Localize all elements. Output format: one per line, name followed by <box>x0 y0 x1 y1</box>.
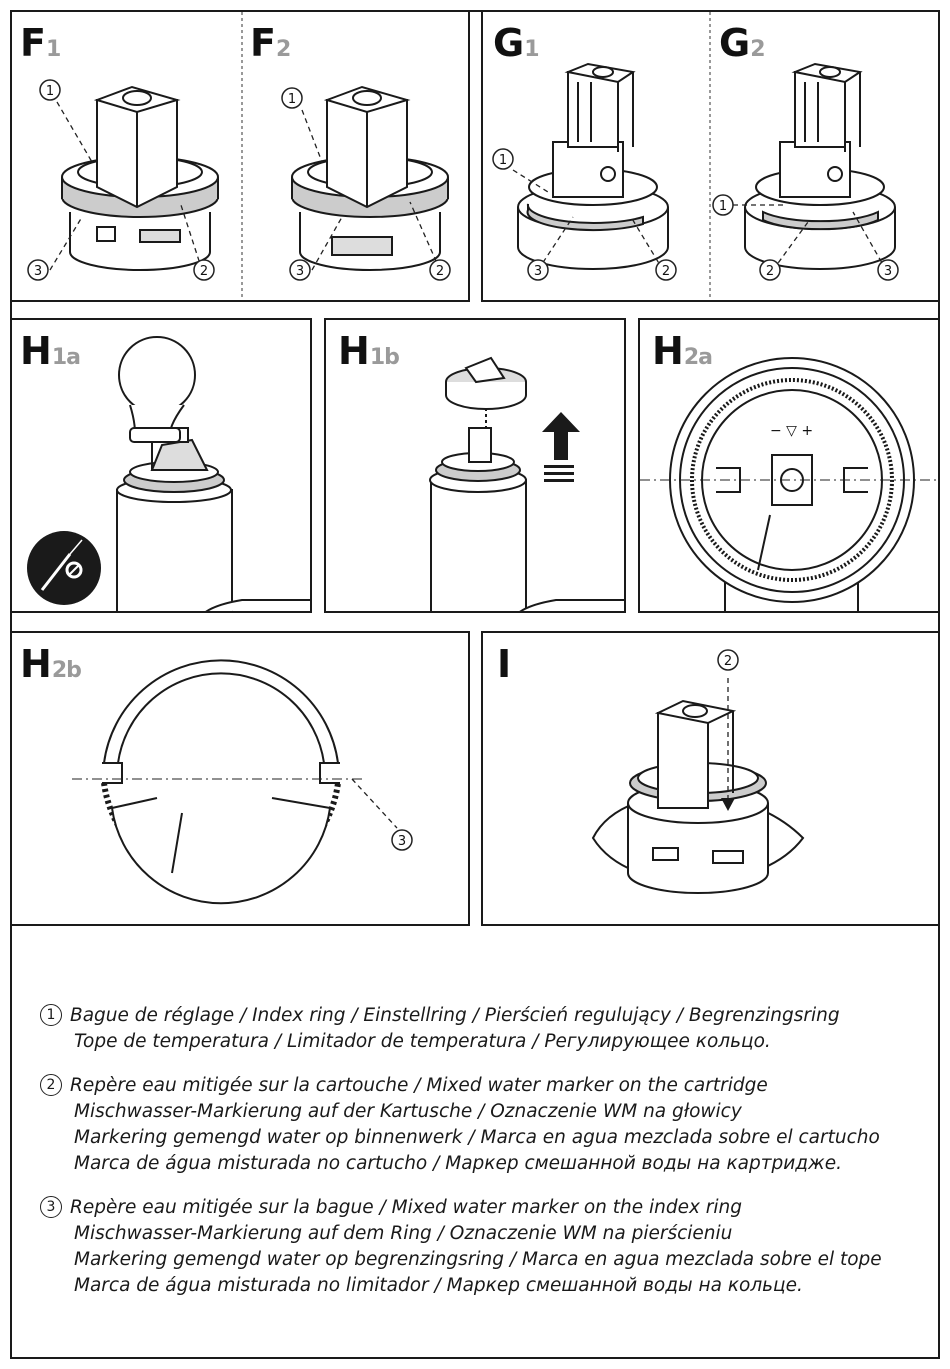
h1a-illustration <box>27 336 310 611</box>
panel-g: 1 3 2 1 2 3 G1 G2 <box>481 10 940 302</box>
legend-number: 1 <box>40 1004 62 1026</box>
panel-h2a: − ▽ + H2a <box>638 318 940 613</box>
g1-cartridge-drawing <box>517 62 669 270</box>
panel-label-f2: F2 <box>250 21 291 65</box>
legend-line: Markering gemengd water op begrenzingsri… <box>74 1249 882 1270</box>
legend-line: Tope de temperatura / Limitador de tempe… <box>74 1031 771 1052</box>
legend-number: 3 <box>40 1196 62 1218</box>
panel-letter: G <box>493 21 524 65</box>
panel-sub: 2a <box>683 345 713 370</box>
screwdriver-badge <box>27 531 101 605</box>
callout-2-circle <box>429 259 451 281</box>
f-illustration: 1 3 2 1 3 2 <box>27 12 451 300</box>
up-arrow-icon <box>542 412 580 460</box>
panel-sub: 1 <box>45 37 61 62</box>
panel-letter: H <box>338 329 370 373</box>
legend: 1 Bague de réglage / Index ring / Einste… <box>40 1003 920 1317</box>
callout-label: 2 <box>724 654 732 669</box>
legend-line: Repère eau mitigée sur la bague / Mixed … <box>70 1197 743 1218</box>
panel-sub: 1a <box>51 345 81 370</box>
panel-f: 1 3 2 1 3 2 F1 F2 <box>10 10 470 302</box>
callout-1-circle <box>39 79 61 101</box>
callout-label: 3 <box>34 264 42 279</box>
i-illustration: 2 <box>591 649 805 894</box>
callout-2-circle <box>193 259 215 281</box>
f1-cartridge-drawing <box>61 85 219 271</box>
callout-3-circle <box>289 259 311 281</box>
callout-label: 1 <box>46 84 54 99</box>
panel-i: 2 I <box>481 631 940 926</box>
panel-label-g1: G1 <box>493 21 540 65</box>
callout-label: 3 <box>884 264 892 279</box>
callout-label: 1 <box>288 92 296 107</box>
callout-label: 2 <box>436 264 444 279</box>
callout-label: 2 <box>200 264 208 279</box>
g2-cartridge-drawing <box>744 62 896 270</box>
legend-line: Marca de água misturada no cartucho / Ма… <box>74 1153 842 1174</box>
g-illustration: 1 3 2 1 2 3 <box>492 12 899 300</box>
panel-letter: G <box>719 21 750 65</box>
panel-sub: 2b <box>51 658 82 683</box>
callout-3-circle <box>27 259 49 281</box>
callout-label: 1 <box>719 199 727 214</box>
panel-letter: H <box>20 642 52 686</box>
legend-item-3: 3 Repère eau mitigée sur la bague / Mixe… <box>40 1195 920 1299</box>
callout-label: 3 <box>534 264 542 279</box>
f2-cartridge-drawing <box>291 85 449 271</box>
h1b-illustration <box>429 356 624 611</box>
callout-label: 3 <box>398 834 406 849</box>
panel-label-h2b: H2b <box>20 642 82 686</box>
callout-label: 3 <box>296 264 304 279</box>
legend-line: Marca de água misturada no limitador / М… <box>74 1275 803 1296</box>
panel-sub: 1b <box>369 345 400 370</box>
h2a-illustration: − ▽ + <box>640 357 938 611</box>
panel-label-f1: F1 <box>20 21 61 65</box>
callout-label: 2 <box>662 264 670 279</box>
legend-number: 2 <box>40 1074 62 1096</box>
panel-label-g2: G2 <box>719 21 766 65</box>
panel-letter: H <box>20 329 52 373</box>
svg-text:− ▽ +: − ▽ + <box>770 423 813 439</box>
panel-h1b: H1b <box>324 318 626 613</box>
legend-line: Mischwasser-Markierung auf der Kartusche… <box>74 1101 742 1122</box>
legend-item-1: 1 Bague de réglage / Index ring / Einste… <box>40 1003 920 1055</box>
panel-sub: 2 <box>750 37 765 62</box>
panel-label-h2a: H2a <box>652 329 713 373</box>
legend-line: Markering gemengd water op binnenwerk / … <box>74 1127 880 1148</box>
legend-line: Mischwasser-Markierung auf dem Ring / Oz… <box>74 1223 733 1244</box>
legend-line: Bague de réglage / Index ring / Einstell… <box>70 1005 840 1026</box>
panel-label-h1a: H1a <box>20 329 81 373</box>
h2b-illustration: 3 <box>72 659 413 905</box>
panel-label-h1b: H1b <box>338 329 400 373</box>
legend-line: Repère eau mitigée sur la cartouche / Mi… <box>70 1075 768 1096</box>
callout-1-circle <box>281 87 303 109</box>
panel-sub: 2 <box>275 37 291 62</box>
panel-sub: 1 <box>524 37 539 62</box>
panel-label-i: I <box>497 645 511 683</box>
callout-label: 2 <box>766 264 774 279</box>
legend-item-2: 2 Repère eau mitigée sur la cartouche / … <box>40 1073 920 1177</box>
panel-h2b: 3 H2b <box>10 631 470 926</box>
callout-label: 1 <box>499 153 507 168</box>
panel-h1a: H1a <box>10 318 312 613</box>
panel-letter: H <box>652 329 684 373</box>
panel-letter: I <box>497 642 511 686</box>
panel-letter: F <box>250 21 276 65</box>
panel-letter: F <box>20 21 46 65</box>
